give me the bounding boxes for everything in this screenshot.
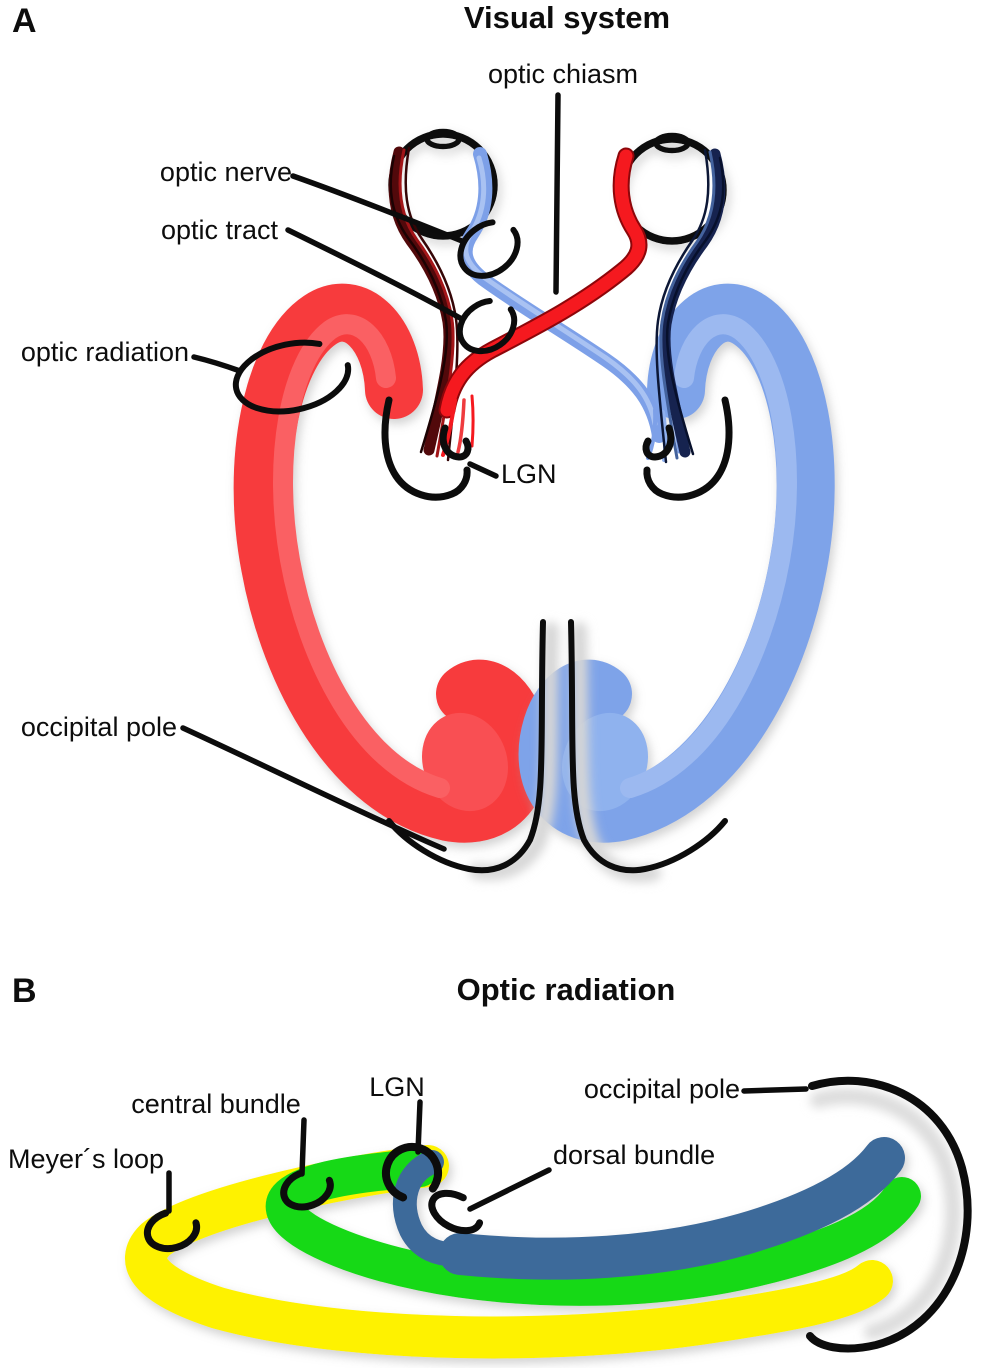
optic-tract-leader — [285, 227, 463, 321]
left-uncrossed-stripe-dark — [389, 154, 449, 454]
central-bundle-pointer — [299, 1117, 307, 1177]
central-bundle-label: central bundle — [131, 1089, 301, 1119]
right-uncrossed-base — [659, 148, 726, 458]
optic-radiation-bundles — [125, 1137, 921, 1359]
left-optic-radiation-stripe — [273, 314, 450, 798]
right-optic-radiation-stripe — [620, 314, 797, 798]
lgn-pointer-line — [467, 461, 499, 479]
right-lgn-curl — [642, 424, 675, 461]
panel-a-leaders — [180, 173, 465, 852]
meyers-loop-bundle — [125, 1145, 893, 1359]
occipital-pole-label-b: occipital pole — [584, 1074, 740, 1104]
left-eye-lens — [424, 128, 462, 150]
optic-radiation-label: optic radiation — [21, 337, 189, 367]
central-bundle — [265, 1149, 921, 1306]
left-optic-radiation — [233, 283, 550, 843]
left-lgn — [381, 396, 471, 501]
optic-chiasm-pointer-line — [553, 92, 561, 295]
optic-nerve-label: optic nerve — [160, 157, 292, 187]
occipital-pole-outline-b — [806, 1076, 972, 1353]
dorsal-bundle-ring — [428, 1189, 484, 1235]
optic-radiation-leader — [191, 354, 243, 374]
panel-b-letter: B — [12, 972, 37, 1010]
red-fan-2 — [456, 398, 466, 454]
red-fan-3 — [470, 394, 475, 448]
optic-nerve-ring — [457, 219, 521, 279]
panel-a: A Visual system optic chiasm optic nerve… — [12, 0, 835, 883]
right-uncrossed-stripe-mid — [655, 148, 710, 464]
fissure-right-line — [568, 619, 728, 874]
blue-band-core — [463, 155, 658, 427]
occipital-pole-pointer-b — [741, 1086, 809, 1094]
optic-tract-ring — [456, 297, 518, 355]
right-lgn — [643, 396, 733, 501]
occipital-pole-leader — [180, 725, 447, 852]
lgn-pointer-b — [415, 1099, 423, 1155]
panel-b: B Optic radiation central bundle LGN occ… — [8, 972, 972, 1359]
optic-nerve-leader — [290, 173, 465, 244]
meyers-loop-label: Meyer´s loop — [8, 1144, 164, 1174]
left-optic-radiation-body — [233, 283, 550, 843]
interhemispheric-fissure — [386, 619, 728, 883]
panel-b-rings — [143, 1143, 484, 1253]
panel-b-title: Optic radiation — [457, 972, 676, 1007]
red-band-main — [440, 149, 646, 417]
dorsal-bundle-body — [439, 1137, 905, 1280]
lgn-bodies — [381, 396, 733, 501]
left-uncrossed-base — [388, 146, 455, 456]
occipital-pole-label-a: occipital pole — [21, 712, 177, 742]
left-lgn-curl — [439, 424, 472, 461]
right-uncrossed-fibers — [655, 148, 726, 464]
annotation-rings — [232, 219, 521, 415]
panel-b-leaders — [166, 1086, 809, 1214]
occipital-pole-shadow-b — [810, 1088, 962, 1340]
dorsal-bundle-label: dorsal bundle — [553, 1140, 715, 1170]
optic-tract-label: optic tract — [161, 215, 279, 245]
panel-a-letter: A — [12, 2, 37, 40]
lgn-ring-b — [382, 1143, 442, 1203]
optic-radiation-ring — [232, 339, 352, 415]
fissure-left-line — [386, 619, 546, 874]
dorsal-bundle-pointer — [467, 1167, 552, 1212]
lgn-label-b: LGN — [369, 1072, 425, 1102]
optic-chiasm-label: optic chiasm — [488, 59, 638, 89]
lgn-label-a: LGN — [501, 459, 557, 489]
right-uncrossed-stripe-blue — [659, 150, 716, 460]
right-eye-lens — [653, 132, 691, 154]
right-uncrossed-stripe-dark — [665, 156, 725, 456]
panel-a-title: Visual system — [464, 0, 670, 35]
